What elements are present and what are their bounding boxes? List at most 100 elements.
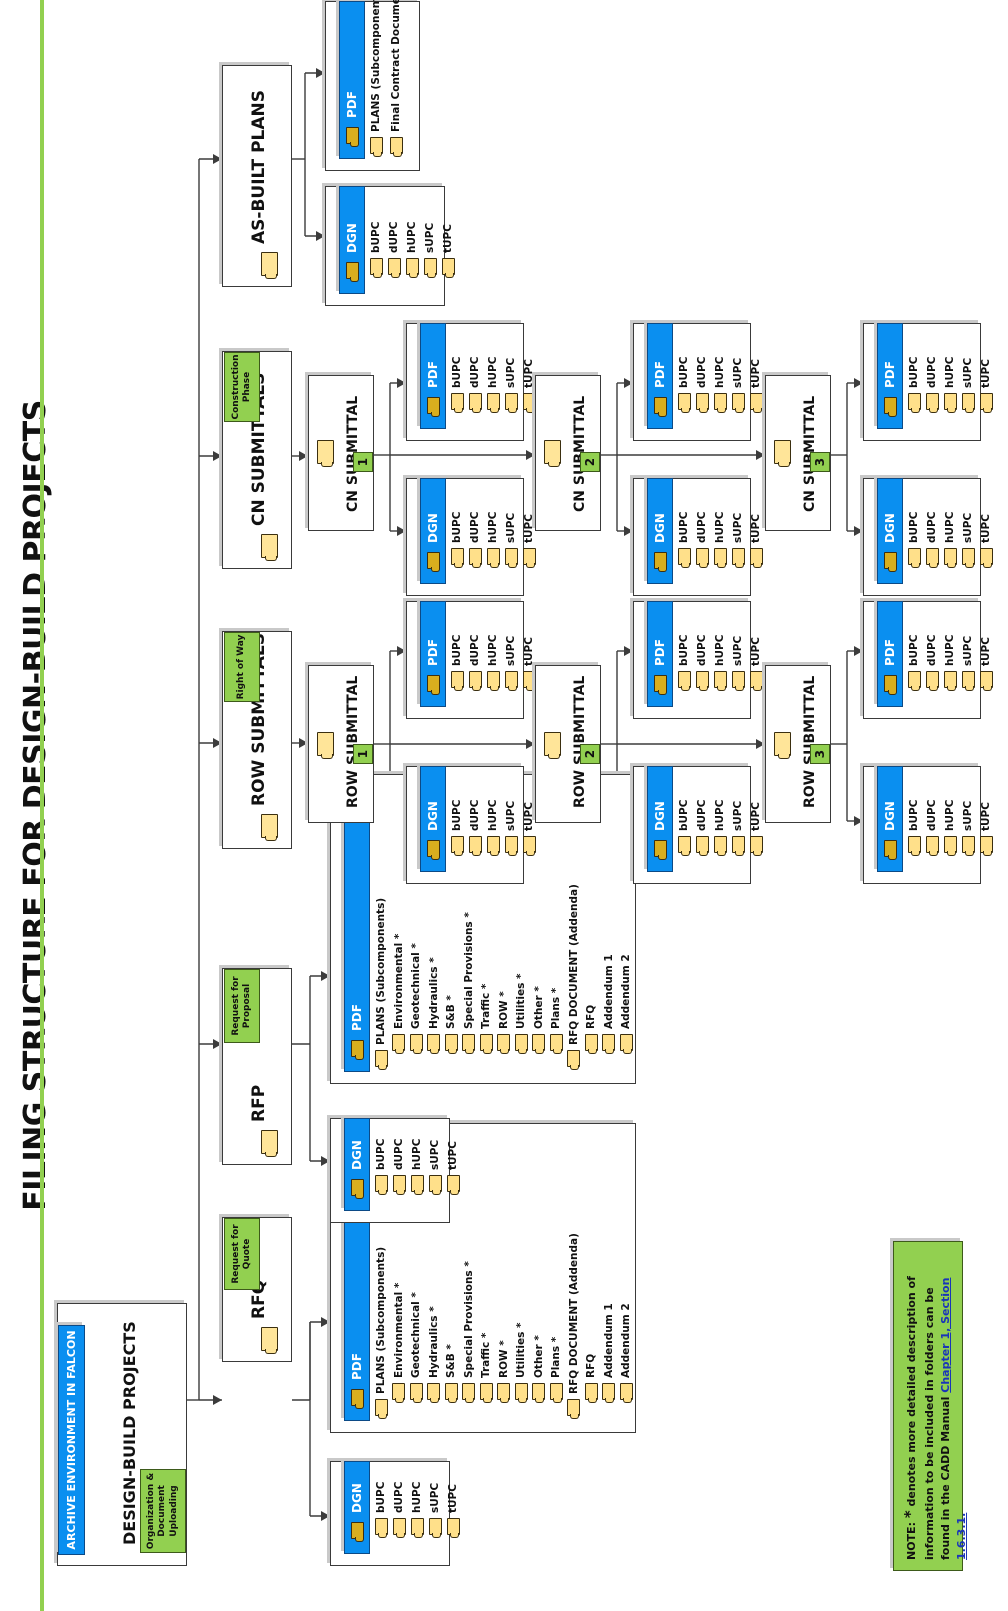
folder-item[interactable]: Environmental * — [391, 934, 407, 1051]
folder-item[interactable]: dUPC — [467, 512, 483, 565]
folder-item[interactable]: bUPC — [449, 635, 465, 688]
folder-item[interactable]: RFQ — [583, 1354, 599, 1400]
folder-item[interactable]: hUPC — [712, 512, 728, 565]
folder-item[interactable]: bUPC — [676, 357, 692, 410]
cn-2-dgn-header[interactable]: DGN — [647, 478, 673, 584]
folder-item[interactable]: Other * — [531, 1335, 547, 1400]
cn-3-dgn-header[interactable]: DGN — [877, 478, 903, 584]
row-3-pdf-header[interactable]: PDF — [877, 601, 903, 707]
folder-item[interactable]: sUPC — [503, 513, 519, 565]
folder-item[interactable]: tUPC — [445, 1484, 461, 1535]
folder-item[interactable]: Hydraulics * — [426, 1306, 442, 1400]
folder-item[interactable]: Plans * — [548, 1337, 564, 1400]
folder-item[interactable]: Geotechnical * — [408, 943, 424, 1051]
row-2-dgn-header[interactable]: DGN — [647, 766, 673, 872]
folder-item[interactable]: sUPC — [960, 636, 976, 688]
folder-item[interactable]: hUPC — [485, 357, 501, 410]
folder-item[interactable]: sUPC — [427, 1140, 443, 1192]
folder-item[interactable]: bUPC — [906, 800, 922, 853]
folder-item[interactable]: Special Provisions * — [461, 1261, 477, 1400]
asbuilt-dgn-header[interactable]: DGN — [339, 186, 365, 294]
folder-item[interactable]: Addendum 2 — [618, 1303, 634, 1400]
folder-item[interactable]: hUPC — [712, 635, 728, 688]
folder-item[interactable]: dUPC — [467, 800, 483, 853]
row-1-dgn-header[interactable]: DGN — [420, 766, 446, 872]
folder-item[interactable]: dUPC — [694, 635, 710, 688]
folder-item[interactable]: dUPC — [467, 635, 483, 688]
folder-item[interactable]: dUPC — [694, 800, 710, 853]
folder-item[interactable]: sUPC — [422, 223, 438, 275]
folder-item[interactable]: dUPC — [924, 800, 940, 853]
folder-item[interactable]: S&B * — [443, 995, 459, 1051]
folder-item[interactable]: PLANS (Subcomponents) — [373, 1247, 389, 1416]
row-1-pdf-header[interactable]: PDF — [420, 601, 446, 707]
folder-item[interactable]: hUPC — [942, 512, 958, 565]
asbuilt-node[interactable]: AS-BUILT PLANS — [222, 65, 292, 287]
folder-item[interactable]: tUPC — [978, 359, 994, 410]
folder-item[interactable]: bUPC — [906, 512, 922, 565]
cn-1-dgn-header[interactable]: DGN — [420, 478, 446, 584]
folder-item[interactable]: PLANS (Subcomponents) — [368, 0, 384, 154]
folder-item[interactable]: Special Provisions * — [461, 912, 477, 1051]
folder-item[interactable]: hUPC — [942, 357, 958, 410]
folder-item[interactable]: tUPC — [440, 224, 456, 275]
folder-item[interactable]: bUPC — [373, 1482, 389, 1535]
folder-item[interactable]: bUPC — [449, 357, 465, 410]
folder-item[interactable]: sUPC — [960, 513, 976, 565]
folder-item[interactable]: tUPC — [445, 1141, 461, 1192]
folder-item[interactable]: sUPC — [503, 358, 519, 410]
asbuilt-pdf-header[interactable]: PDF — [339, 1, 365, 159]
folder-item[interactable]: dUPC — [924, 635, 940, 688]
folder-item[interactable]: Addendum 1 — [601, 954, 617, 1051]
folder-item[interactable]: Utilities * — [513, 1323, 529, 1400]
folder-item[interactable]: Final Contract Documents — [388, 0, 404, 154]
rfq-dgn-header[interactable]: DGN — [344, 1461, 370, 1554]
folder-item[interactable]: Geotechnical * — [408, 1292, 424, 1400]
folder-item[interactable]: tUPC — [978, 802, 994, 853]
folder-item[interactable]: Utilities * — [513, 974, 529, 1051]
folder-item[interactable]: bUPC — [368, 222, 384, 275]
rfp-dgn-header[interactable]: DGN — [344, 1118, 370, 1211]
folder-item[interactable]: RFQ — [583, 1005, 599, 1051]
folder-item[interactable]: Traffic * — [478, 984, 494, 1051]
folder-item[interactable]: bUPC — [906, 357, 922, 410]
folder-item[interactable]: bUPC — [676, 800, 692, 853]
row-3-dgn-header[interactable]: DGN — [877, 766, 903, 872]
folder-item[interactable]: bUPC — [906, 635, 922, 688]
folder-item[interactable]: ROW * — [496, 991, 512, 1051]
folder-item[interactable]: dUPC — [924, 357, 940, 410]
cn-1-pdf-header[interactable]: PDF — [420, 323, 446, 429]
folder-item[interactable]: sUPC — [730, 801, 746, 853]
folder-item[interactable]: hUPC — [485, 512, 501, 565]
folder-item[interactable]: Addendum 2 — [618, 954, 634, 1051]
folder-item[interactable]: sUPC — [730, 358, 746, 410]
folder-item[interactable]: dUPC — [391, 1482, 407, 1535]
folder-item[interactable]: tUPC — [748, 802, 764, 853]
folder-item[interactable]: tUPC — [748, 637, 764, 688]
folder-item[interactable]: sUPC — [503, 636, 519, 688]
folder-item[interactable]: dUPC — [694, 512, 710, 565]
folder-item[interactable]: RFQ DOCUMENT (Addenda) — [566, 884, 582, 1067]
folder-item[interactable]: hUPC — [485, 800, 501, 853]
folder-item[interactable]: bUPC — [676, 512, 692, 565]
cn-3-pdf-header[interactable]: PDF — [877, 323, 903, 429]
folder-item[interactable]: dUPC — [694, 357, 710, 410]
folder-item[interactable]: bUPC — [373, 1139, 389, 1192]
folder-item[interactable]: sUPC — [427, 1483, 443, 1535]
folder-item[interactable]: S&B * — [443, 1344, 459, 1400]
folder-item[interactable]: Plans * — [548, 988, 564, 1051]
folder-item[interactable]: tUPC — [978, 637, 994, 688]
folder-item[interactable]: PLANS (Subcomponents) — [373, 898, 389, 1067]
folder-item[interactable]: dUPC — [924, 512, 940, 565]
folder-item[interactable]: Addendum 1 — [601, 1303, 617, 1400]
folder-item[interactable]: ROW * — [496, 1340, 512, 1400]
cn-2-pdf-header[interactable]: PDF — [647, 323, 673, 429]
folder-item[interactable]: sUPC — [960, 358, 976, 410]
